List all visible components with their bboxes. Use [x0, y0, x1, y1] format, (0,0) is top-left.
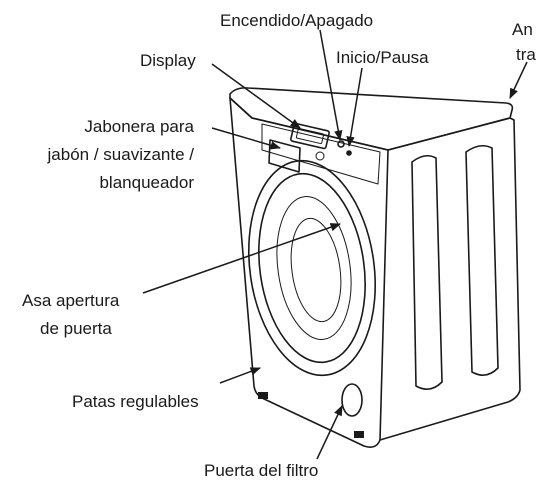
labels: Encendido/Apagado Display Inicio/Pausa A… [22, 11, 536, 480]
machine-top [229, 87, 514, 151]
side-panel-right [465, 144, 499, 376]
label-detergent-line-1: Jabonera para [84, 117, 194, 136]
detergent-arrow [211, 127, 282, 150]
callout-arrows [142, 29, 528, 460]
label-detergent-line-3: blanqueador [99, 173, 194, 192]
power-button [337, 140, 345, 148]
door-ring [258, 172, 366, 364]
label-start-pause: Inicio/Pausa [336, 48, 429, 67]
side-panel-left [411, 154, 443, 390]
left-foot [258, 392, 268, 399]
door-outer-ring [247, 159, 377, 377]
label-feet: Patas regulables [72, 392, 199, 411]
label-detergent-line-2: jabón / suavizante / [47, 145, 195, 164]
label-door-handle-line-2: de puerta [40, 319, 112, 338]
power-arrow [319, 29, 343, 142]
filter-door [341, 383, 363, 417]
start-pause-button [346, 150, 352, 156]
door-handle-arrow [142, 223, 341, 294]
label-transport-line-2: tra [516, 45, 536, 64]
display-screen [290, 122, 330, 150]
door-glass-inner [290, 217, 342, 323]
label-power: Encendido/Apagado [220, 11, 373, 30]
display-inner [295, 127, 325, 145]
start-pause-arrow [346, 67, 363, 148]
label-filter-door: Puerta del filtro [204, 461, 318, 480]
washing-machine-illustration [229, 87, 521, 448]
detergent-drawer [268, 139, 301, 173]
transport-arrow [509, 61, 528, 99]
label-door-handle-line-1: Asa apertura [22, 291, 120, 310]
filter-door-arrow [316, 405, 343, 460]
right-foot [354, 431, 364, 438]
display-arrow [211, 63, 301, 129]
label-transport-line-1: An [512, 20, 533, 39]
door-glass [276, 196, 352, 340]
machine-side [379, 117, 521, 441]
program-knob [315, 151, 325, 161]
control-panel [261, 123, 381, 185]
feet-arrow [219, 367, 261, 384]
label-display: Display [140, 51, 196, 70]
